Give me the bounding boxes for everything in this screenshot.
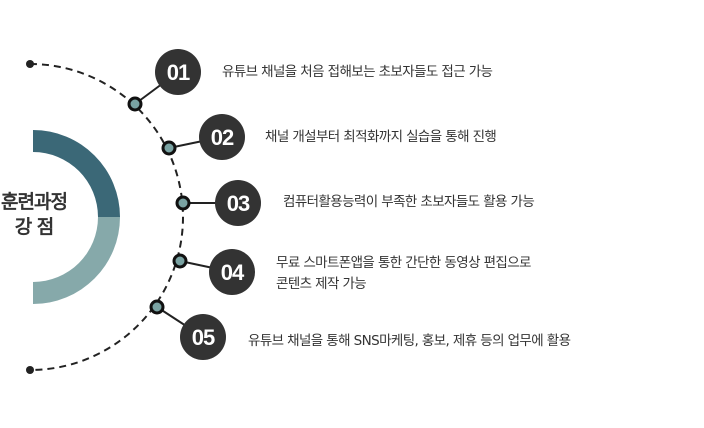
ring-bottom	[33, 217, 120, 304]
badge-02: 02	[199, 114, 245, 160]
arc-end-dot	[26, 366, 34, 374]
svg-text:02: 02	[211, 125, 234, 150]
item-03-text: 컴퓨터활용능력이 부족한 초보자들도 활용 가능	[283, 194, 535, 210]
item-04-line1: 무료 스마트폰앱을 통한 간단한 동영상 편집으로	[276, 255, 531, 271]
center-title-line2: 강 점	[14, 216, 55, 238]
dashed-arc	[29, 63, 184, 371]
svg-text:03: 03	[227, 191, 250, 216]
center-title-line1: 훈련과정	[1, 191, 68, 213]
badge-04: 04	[209, 249, 255, 295]
badge-05: 05	[180, 314, 226, 360]
svg-text:01: 01	[167, 60, 190, 85]
item-02-text: 채널 개설부터 최적화까지 실습을 통해 진행	[265, 129, 497, 145]
badge-01: 01	[155, 49, 201, 95]
arc-start-dot	[26, 60, 34, 68]
nodes	[127, 96, 191, 315]
item-01-text: 유튜브 채널을 처음 접해보는 초보자들도 접근 가능	[222, 64, 493, 80]
item-04-line2: 콘텐츠 제작 가능	[276, 276, 367, 292]
item-05-text: 유튜브 채널을 통해 SNS마케팅, 홍보, 제휴 등의 업무에 활용	[248, 333, 571, 349]
ring-top	[33, 130, 120, 217]
badge-03: 03	[215, 180, 261, 226]
svg-text:05: 05	[192, 325, 215, 350]
svg-text:04: 04	[221, 260, 245, 285]
item-04-text: 무료 스마트폰앱을 통한 간단한 동영상 편집으로 콘텐츠 제작 가능	[276, 253, 531, 295]
center-title: 훈련과정 강 점	[0, 190, 68, 240]
